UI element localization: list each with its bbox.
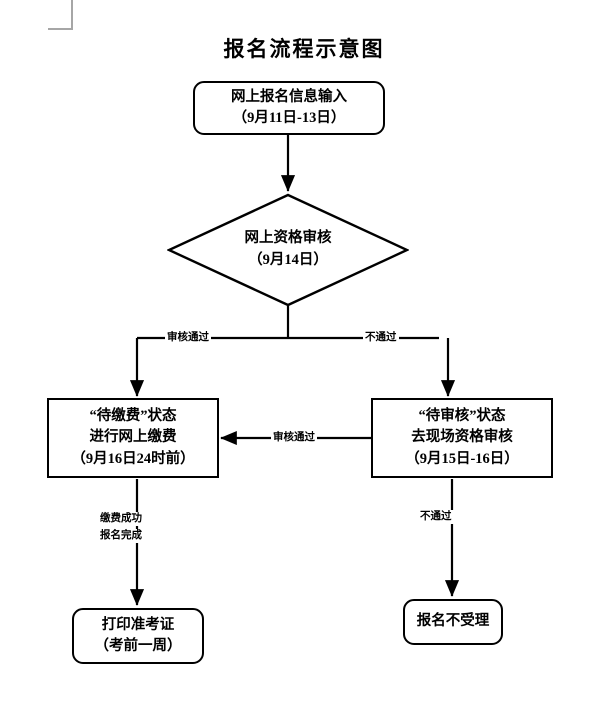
node-print-admission-line1: 打印准考证 <box>101 616 175 633</box>
node-print-admission[interactable]: 打印准考证 （考前一周） <box>72 608 204 664</box>
node-online-registration-line2: （9月11日-13日） <box>232 110 346 126</box>
node-not-accepted-line1: 报名不受理 <box>416 613 490 630</box>
edge-label-review-passed-left: 审核通过 <box>165 331 211 345</box>
node-not-accepted[interactable]: 报名不受理 <box>403 599 503 645</box>
node-online-review-line2: （9月14日） <box>248 252 328 268</box>
edge-label-payment-success-line2: 报名完成 <box>98 529 144 543</box>
node-online-registration[interactable]: 网上报名信息输入 （9月11日-13日） <box>193 81 385 135</box>
node-pending-payment-line1: “待缴费”状态 <box>89 408 177 425</box>
edge-label-review-failed-right: 不通过 <box>363 331 399 345</box>
node-pending-payment-line3: （9月16日24时前） <box>71 450 195 467</box>
node-online-registration-line1: 网上报名信息输入 <box>231 88 347 105</box>
edge-label-onsite-review-failed: 不通过 <box>418 510 454 524</box>
node-pending-review-line3: （9月15日-16日） <box>405 450 519 467</box>
node-online-review[interactable]: 网上资格审核 （9月14日） <box>167 193 409 307</box>
node-pending-review[interactable]: “待审核”状态 去现场资格审核 （9月15日-16日） <box>371 398 553 478</box>
node-online-review-line1: 网上资格审核 <box>244 230 332 247</box>
diamond-shape <box>167 193 409 307</box>
page-title: 报名流程示意图 <box>223 37 385 61</box>
node-pending-review-line1: “待审核”状态 <box>418 408 506 425</box>
node-pending-payment-line2: 进行网上缴费 <box>89 429 177 446</box>
node-print-admission-line2: （考前一周） <box>94 638 182 654</box>
node-pending-payment[interactable]: “待缴费”状态 进行网上缴费 （9月16日24时前） <box>47 398 219 478</box>
edge-label-payment-success-line1: 缴费成功 <box>98 512 144 526</box>
page-corner-crop-mark <box>48 0 73 30</box>
node-pending-review-line2: 去现场资格审核 <box>411 429 513 446</box>
edge-label-onsite-review-passed: 审核通过 <box>271 431 317 445</box>
